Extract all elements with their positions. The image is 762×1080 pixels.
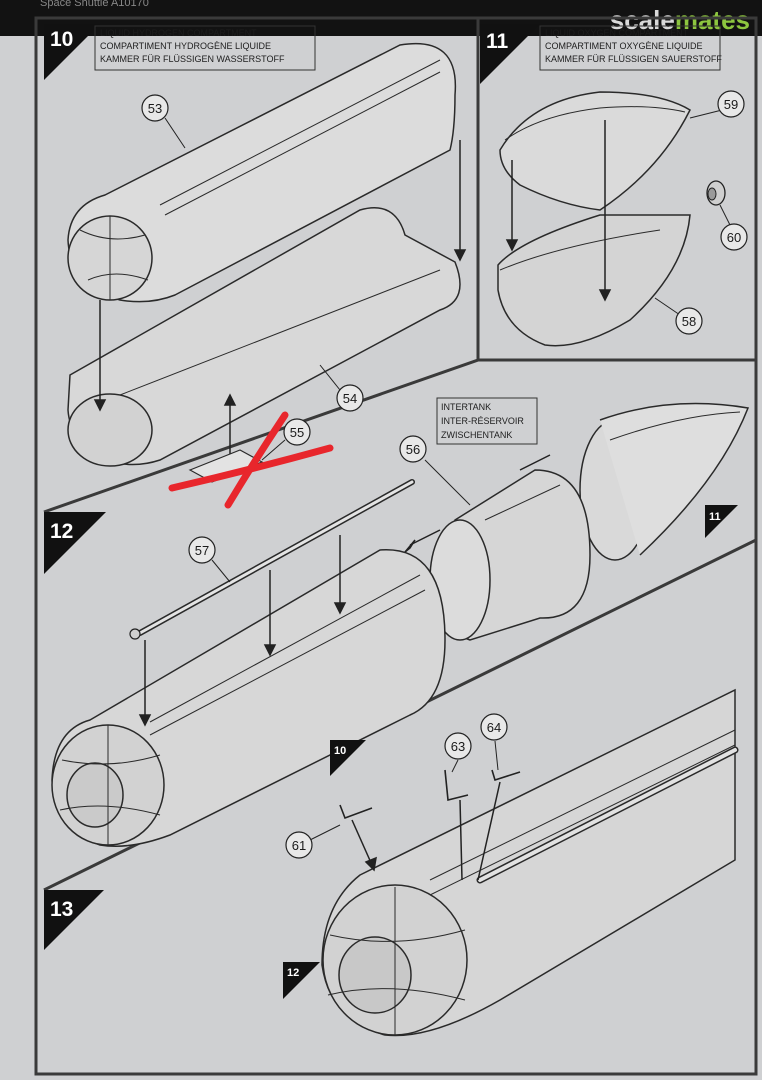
- part-64-bracket: [491, 769, 521, 782]
- step-10-arrows: [93, 140, 467, 460]
- svg-text:55: 55: [290, 425, 304, 440]
- part-57-pipe: [129, 479, 415, 640]
- nose-cone-upper-59: [499, 91, 691, 211]
- callout-64: 64: [480, 713, 508, 771]
- bracket-parts: [339, 769, 521, 820]
- callout-54: 54: [319, 364, 364, 412]
- step-11-caption-box: [539, 25, 721, 71]
- ref-badge-11: [705, 505, 738, 538]
- step-12-badge: [44, 512, 106, 574]
- svg-text:59: 59: [724, 97, 738, 112]
- tank-half-lower-54: [67, 207, 461, 467]
- svg-text:61: 61: [292, 838, 306, 853]
- callout-56: 56: [399, 435, 471, 506]
- step-10-caption-fr: COMPARTIMENT HYDROGÈNE LIQUIDE: [100, 41, 271, 51]
- svg-text:11: 11: [709, 511, 721, 523]
- sheet-header-text: Space Shuttle A10170: [40, 0, 149, 9]
- part-61-bracket: [339, 804, 373, 820]
- step-10-caption-en: LIQUID HYDROGEN COMPARTMENT: [100, 28, 257, 38]
- intertank-caption-fr: INTER-RÉSERVOIR: [441, 416, 524, 426]
- nose-cone-assembled: [579, 402, 750, 561]
- ref-badge-10: [330, 740, 366, 776]
- callout-55: 55: [261, 418, 311, 461]
- external-tank-assembled: [321, 688, 736, 1037]
- svg-text:58: 58: [682, 314, 696, 329]
- callout-61: 61: [285, 824, 341, 859]
- step-13-number: 13: [50, 898, 73, 921]
- nose-cone-lower-58: [497, 214, 691, 347]
- part-60-fitting: [706, 180, 726, 206]
- outer-frame: [34, 16, 758, 1076]
- step-11-caption-en: LIQUID OXYGEN COMPARTMENT: [545, 28, 689, 38]
- step-11-caption-de: KAMMER FÜR FLÜSSIGEN SAUERSTOFF: [545, 54, 722, 64]
- hydrogen-tank-assembled: [51, 549, 446, 847]
- callout-58: 58: [654, 297, 703, 335]
- svg-text:12: 12: [287, 967, 299, 979]
- intertank-ring-56: [429, 469, 591, 641]
- step-10-badge: [44, 24, 100, 80]
- step-11-caption-fr: COMPARTIMENT OXYGÈNE LIQUIDE: [545, 41, 703, 51]
- callout-53: 53: [141, 94, 186, 149]
- step-11-arrows: [505, 120, 612, 302]
- svg-text:63: 63: [451, 739, 465, 754]
- callout-60: 60: [719, 204, 748, 251]
- step-13-arrows: [351, 781, 501, 881]
- cross-out-mark: [168, 411, 334, 509]
- svg-text:10: 10: [334, 745, 346, 757]
- step-10-caption-box: [94, 25, 316, 71]
- intertank-caption-box: [436, 397, 538, 445]
- step-11-number: 11: [486, 30, 509, 53]
- step-12-number: 12: [50, 520, 73, 543]
- svg-text:57: 57: [195, 543, 209, 558]
- step-10-caption-de: KAMMER FÜR FLÜSSIGEN WASSERSTOFF: [100, 54, 285, 64]
- step-13-panel: 13 12: [44, 688, 739, 1037]
- svg-text:64: 64: [487, 720, 501, 735]
- watermark-logo: scalemates: [610, 5, 750, 35]
- tank-half-upper-53: [67, 42, 457, 303]
- ref-badge-12: [283, 962, 320, 999]
- tank-pipe-line: [476, 746, 739, 884]
- step-10-number: 10: [50, 28, 73, 51]
- callout-59: 59: [689, 90, 745, 119]
- intertank-caption-de: ZWISCHENTANK: [441, 430, 512, 440]
- step-12-panel: 12 INTERTANK INTER-RÉSERVOIR ZWISCHENTAN…: [44, 397, 750, 847]
- step-12-arrows: [138, 454, 551, 727]
- intertank-caption-en: INTERTANK: [441, 402, 491, 412]
- svg-text:56: 56: [406, 442, 420, 457]
- svg-text:60: 60: [727, 230, 741, 245]
- step-10-panel: 10 LIQUID HYDROGEN COMPARTMENT COMPARTIM…: [44, 24, 467, 509]
- step-11-badge: [480, 24, 540, 84]
- callout-57: 57: [188, 536, 231, 583]
- svg-text:53: 53: [148, 101, 162, 116]
- svg-text:54: 54: [343, 391, 357, 406]
- step-13-badge: [44, 890, 104, 950]
- step-11-panel: 11 LIQUID OXYGEN COMPARTMENT COMPARTIMEN…: [480, 24, 748, 347]
- callout-63: 63: [444, 732, 472, 773]
- part-63-bracket: [444, 769, 469, 802]
